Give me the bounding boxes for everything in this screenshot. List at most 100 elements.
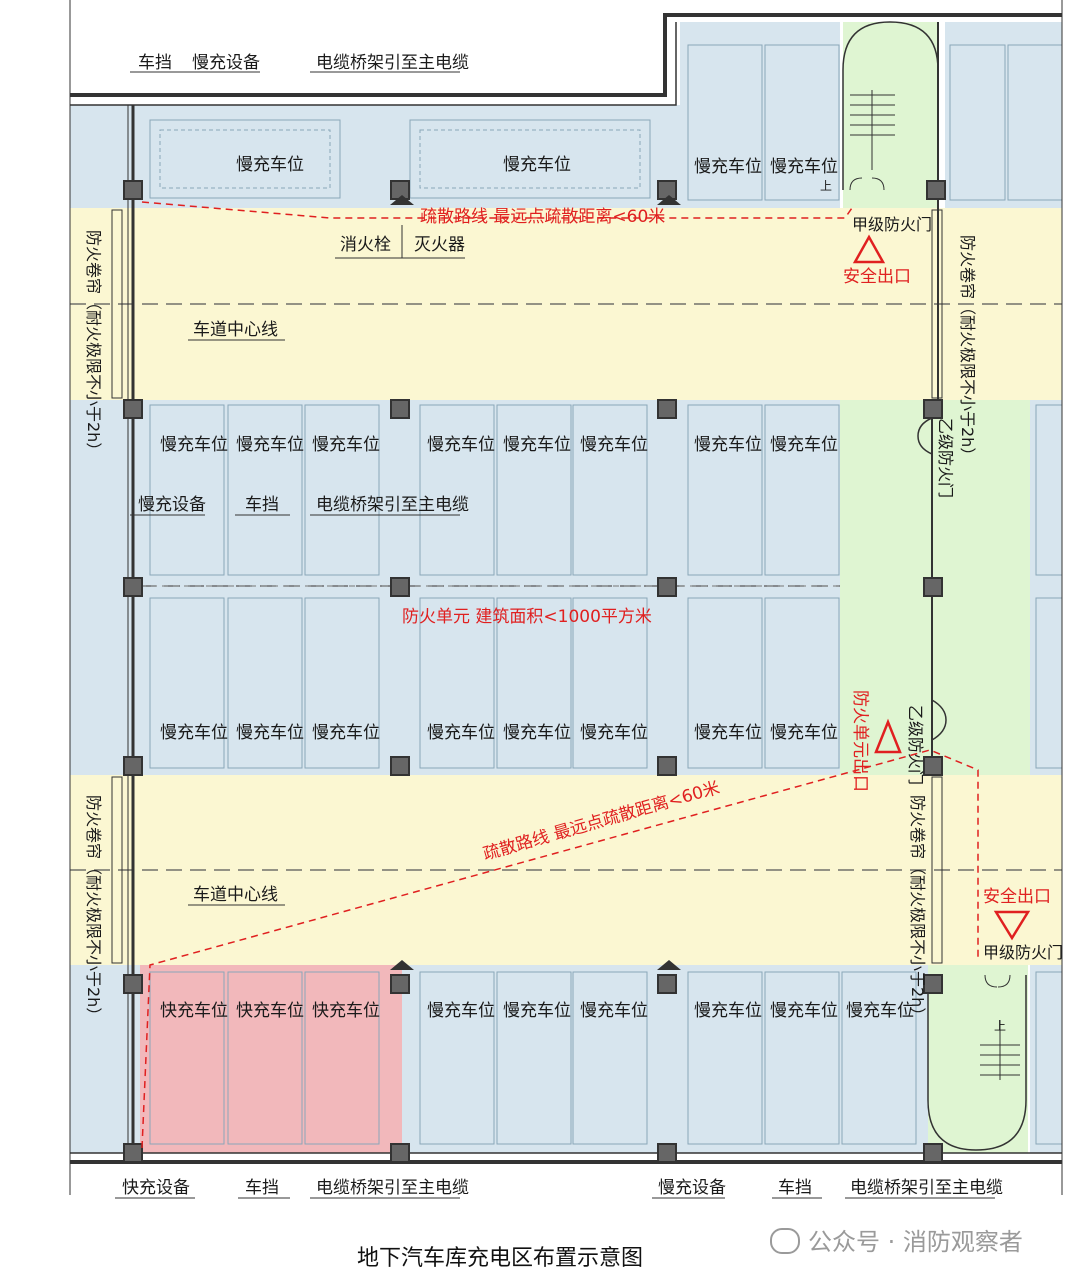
column <box>390 180 410 200</box>
column <box>926 180 946 200</box>
wechat-icon <box>770 1228 800 1254</box>
column <box>123 974 143 994</box>
column <box>123 180 143 200</box>
slow-space-label: 慢充车位 <box>770 722 838 743</box>
column <box>923 974 943 994</box>
stair-up-label: 上 <box>820 179 832 193</box>
slow-space-label: 慢充车位 <box>236 154 304 175</box>
slow-space-label: 慢充车位 <box>580 1000 648 1021</box>
slow-space-label: 慢充车位 <box>770 156 838 177</box>
lane-center-label: 车道中心线 <box>193 885 278 905</box>
wheel-stop-label: 车挡 <box>245 1178 279 1198</box>
columns <box>123 180 946 1163</box>
parking-zone-far-right-bottom <box>1030 965 1062 1153</box>
fire-unit-label: 防火单元 建筑面积<1000平方米 <box>402 607 652 627</box>
slow-space-label: 慢充车位 <box>427 1000 495 1021</box>
wheel-stop-label: 车挡 <box>245 495 279 515</box>
slow-space-label: 慢充车位 <box>503 1000 571 1021</box>
slow-device-label: 慢充设备 <box>138 494 206 515</box>
fire-shutter-label: 防火卷帘（耐火极限不小于2h） <box>84 795 103 1023</box>
wheel-stop-label: 车挡 <box>778 1178 812 1198</box>
fire-shutter-label: 防火卷帘（耐火极限不小于2h） <box>908 795 927 1023</box>
figure-caption: 地下汽车库充电区布置示意图 <box>356 1246 643 1271</box>
slow-space-label: 慢充车位 <box>770 434 838 455</box>
safety-exit-top-triangle <box>852 234 886 264</box>
watermark-text: 公众号 · 消防观察者 <box>808 1228 1023 1256</box>
column <box>923 577 943 597</box>
slow-space-label: 慢充车位 <box>236 722 304 743</box>
unit-exit-label: 防火单元出口 <box>850 690 870 792</box>
stair-zone-bottom <box>928 965 1028 1153</box>
fast-space-label: 快充车位 <box>236 1001 304 1021</box>
parking-zone-far-right-middle <box>1030 400 1062 775</box>
slow-space-label: 慢充车位 <box>694 722 762 743</box>
column <box>123 399 143 419</box>
walls <box>69 0 1063 1195</box>
parking-zone-far-right-top <box>945 22 1062 208</box>
stair-top <box>842 21 939 191</box>
slow-space-label: 慢充车位 <box>503 434 571 455</box>
fire-shutter-label: 防火卷帘（耐火极限不小于2h） <box>84 230 103 458</box>
class-a-door-label: 甲级防火门 <box>983 943 1063 962</box>
column <box>390 974 410 994</box>
hydrant-label: 消火栓 <box>340 235 391 255</box>
column <box>123 1143 143 1163</box>
class-b-door-label: 乙级防火门 <box>906 705 925 785</box>
slow-device-label: 慢充设备 <box>192 52 260 73</box>
column <box>657 756 677 776</box>
column <box>923 756 943 776</box>
slow-space-label: 慢充车位 <box>503 722 571 743</box>
unit-exit-triangle <box>874 718 902 754</box>
slow-space-label: 慢充车位 <box>427 722 495 743</box>
zone-fills <box>70 22 1062 1153</box>
column <box>390 756 410 776</box>
cable-tray-label: 电缆桥架引至主电缆 <box>316 495 469 515</box>
label-leaders <box>115 71 995 1199</box>
fast-charge-zone <box>140 965 402 1153</box>
column <box>657 399 677 419</box>
class-b-door-label: 乙级防火门 <box>936 418 955 498</box>
slow-space-label: 慢充车位 <box>846 1000 914 1021</box>
fast-space-label: 快充车位 <box>312 1001 380 1021</box>
column <box>123 577 143 597</box>
column <box>657 1143 677 1163</box>
column <box>390 399 410 419</box>
column <box>657 974 677 994</box>
safety-exit-top-label: 安全出口 <box>843 267 911 287</box>
safety-exit-bottom-label: 安全出口 <box>983 887 1051 907</box>
slow-space-label: 慢充车位 <box>694 434 762 455</box>
parking-zone-middle <box>70 400 840 775</box>
class-a-door-label: 甲级防火门 <box>852 215 932 234</box>
fire-shutter-label: 防火卷帘（耐火极限不小于2h） <box>958 235 977 463</box>
cable-tray-label: 电缆桥架引至主电缆 <box>316 53 469 73</box>
slow-space-label: 慢充车位 <box>160 722 228 743</box>
cable-tray-label: 电缆桥架引至主电缆 <box>850 1178 1003 1198</box>
column <box>390 577 410 597</box>
column <box>390 1143 410 1163</box>
slow-space-label: 慢充车位 <box>236 434 304 455</box>
column <box>123 756 143 776</box>
stair-up-label: 上 <box>994 1019 1006 1033</box>
slow-device-label: 慢充设备 <box>658 1177 726 1198</box>
fast-device-label: 快充设备 <box>122 1178 190 1198</box>
slow-space-label: 慢充车位 <box>312 722 380 743</box>
stair-bottom <box>927 974 1027 1151</box>
column <box>923 399 943 419</box>
route-top-label: 疏散路线 最远点疏散距离<60米 <box>420 207 665 227</box>
slow-space-label: 慢充车位 <box>312 434 380 455</box>
slow-space-label: 慢充车位 <box>694 156 762 177</box>
extinguisher-label: 灭火器 <box>414 235 465 255</box>
fast-space-label: 快充车位 <box>160 1001 228 1021</box>
slow-space-label: 慢充车位 <box>770 1000 838 1021</box>
slow-space-label: 慢充车位 <box>694 1000 762 1021</box>
fire-shutters <box>111 209 943 964</box>
lane-center-label: 车道中心线 <box>193 320 278 340</box>
parking-zone-top-right <box>680 22 840 208</box>
column <box>657 577 677 597</box>
fire-door-class-b-symbols <box>917 417 947 741</box>
column <box>657 180 677 200</box>
safety-exit-bottom-triangle <box>993 910 1031 941</box>
slow-space-label: 慢充车位 <box>580 434 648 455</box>
slow-space-label: 慢充车位 <box>427 434 495 455</box>
